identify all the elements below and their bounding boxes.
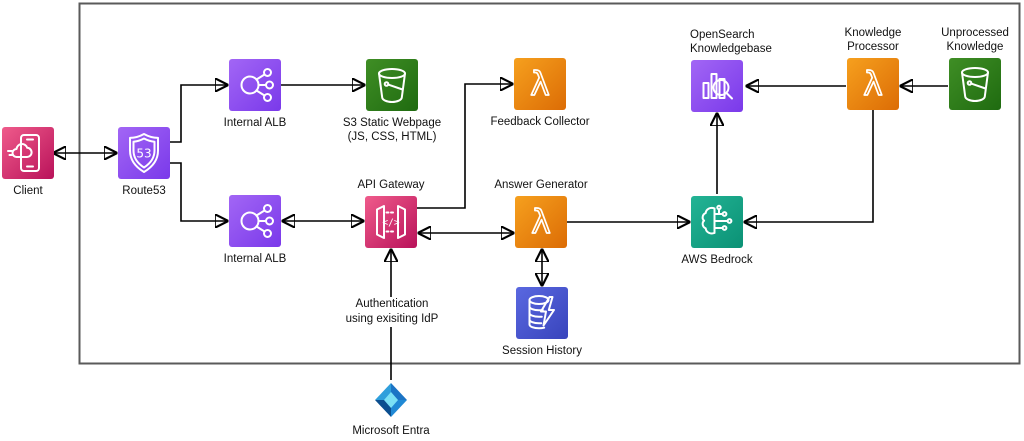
auth-annotation: Authentication using exisiting IdP [341,297,443,327]
database-history-icon [516,287,568,339]
node-knowledge-processor: λ Knowledge Processor [845,27,901,110]
internal-alb-bottom-label: Internal ALB [223,253,287,265]
node-answer-generator: λ Answer Generator [494,179,588,248]
system-boundary-box [78,2,1021,365]
lambda-icon: λ [514,58,566,110]
node-feedback-collector: λ Feedback Collector [490,58,590,128]
opensearch-knowledgebase-label: OpenSearch Knowledgebase [690,29,772,55]
arrow-knowledgeprocessor-bedrock [745,110,874,222]
svg-text:λ: λ [863,64,883,103]
arrow-apigateway-feedbackcollector [417,84,512,209]
client-label: Client [13,185,43,197]
route53-icon: 53 [118,127,170,179]
microsoft-entra-icon [369,381,413,421]
svg-text:λ: λ [530,64,550,103]
knowledge-processor-label: Knowledge Processor [844,27,902,53]
node-s3-static-webpage: S3 Static Webpage (JS, CSS, HTML) [343,59,441,143]
opensearch-icon [691,60,743,112]
load-balancer-icon [229,195,281,247]
node-opensearch-knowledgebase: OpenSearch Knowledgebase [690,29,772,112]
s3-bucket-icon [949,58,1001,110]
arrow-route53-alb-bottom [170,162,227,221]
session-history-label: Session History [502,345,582,357]
api-gateway-icon: </> [365,196,417,248]
microsoft-entra-label: Microsoft Entra [352,425,430,437]
arrow-route53-alb-top [170,85,227,143]
internal-alb-top-label: Internal ALB [223,117,287,129]
client-mobile-icon [2,127,54,179]
node-aws-bedrock: AWS Bedrock [681,196,753,266]
node-session-history: Session History [502,287,582,357]
node-internal-alb-bottom: Internal ALB [224,195,286,265]
s3-bucket-icon [366,59,418,111]
api-gateway-label: API Gateway [357,179,425,191]
node-api-gateway: </> API Gateway [357,179,425,248]
unprocessed-knowledge-label: Unprocessed Knowledge [941,27,1009,53]
node-client: Client [2,127,54,197]
node-unprocessed-knowledge: Unprocessed Knowledge [941,27,1009,110]
lambda-icon: λ [847,58,899,110]
answer-generator-label: Answer Generator [494,179,588,191]
bedrock-brain-icon [691,196,743,248]
svg-text:</>: </> [382,218,399,229]
node-route53: 53 Route53 [118,127,170,197]
load-balancer-icon [229,59,281,111]
aws-bedrock-label: AWS Bedrock [681,254,753,266]
lambda-icon: λ [515,196,567,248]
route53-label: Route53 [122,185,166,197]
feedback-collector-label: Feedback Collector [490,116,590,128]
s3-static-webpage-label: S3 Static Webpage (JS, CSS, HTML) [342,117,442,143]
svg-text:53: 53 [136,147,151,161]
node-internal-alb-top: Internal ALB [224,59,286,129]
svg-text:λ: λ [531,202,551,241]
node-microsoft-entra: Microsoft Entra [352,381,430,437]
